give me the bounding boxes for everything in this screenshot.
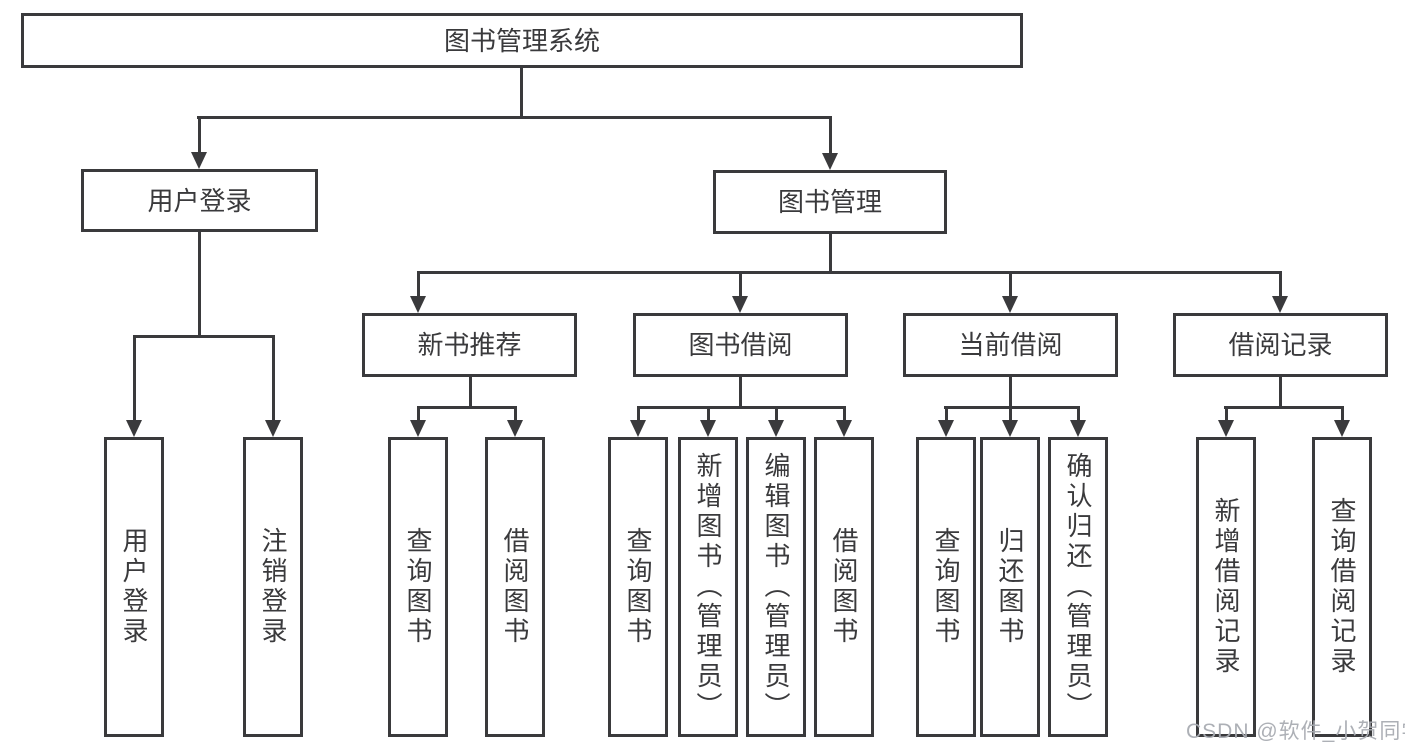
leaf-confirm-return-admin: 确认归还（管理员） xyxy=(1048,437,1108,737)
node-label: 确认归还（管理员） xyxy=(1063,452,1093,722)
node-label: 借阅记录 xyxy=(1228,330,1333,360)
leaf-query-borrow-record: 查询借阅记录 xyxy=(1312,437,1372,737)
node-book-management: 图书管理 xyxy=(713,170,947,234)
node-label: 查询借阅记录 xyxy=(1327,497,1357,677)
arrow-down-icon xyxy=(938,420,954,437)
connector-line xyxy=(469,377,472,407)
arrow-down-icon xyxy=(700,420,716,437)
leaf-query-books-borrowing: 查询图书 xyxy=(608,437,668,737)
connector-line xyxy=(272,335,275,421)
arrow-down-icon xyxy=(1334,420,1350,437)
arrow-down-icon xyxy=(768,420,784,437)
node-label: 新增图书（管理员） xyxy=(693,452,723,722)
node-label: 查询图书 xyxy=(403,527,433,647)
leaf-edit-book-admin: 编辑图书（管理员） xyxy=(746,437,806,737)
connector-line xyxy=(417,406,420,420)
node-label: 用户登录 xyxy=(119,527,149,647)
arrow-down-icon xyxy=(410,296,426,313)
arrow-down-icon xyxy=(1272,296,1288,313)
node-book-borrowing: 图书借阅 xyxy=(633,313,848,377)
arrow-down-icon xyxy=(191,152,207,169)
node-user-login: 用户登录 xyxy=(81,169,318,232)
connector-line xyxy=(1225,406,1228,420)
connector-line xyxy=(775,406,778,420)
arrow-down-icon xyxy=(1002,296,1018,313)
connector-line xyxy=(707,406,710,420)
node-label: 新书推荐 xyxy=(417,330,522,360)
node-label: 新增借阅记录 xyxy=(1211,497,1241,677)
leaf-borrow-books-borrowing: 借阅图书 xyxy=(814,437,874,737)
connector-line xyxy=(637,406,640,420)
leaf-query-books-recommend: 查询图书 xyxy=(388,437,448,737)
connector-line xyxy=(417,271,1282,274)
leaf-logout: 注销登录 xyxy=(243,437,303,737)
connector-line xyxy=(1009,271,1012,297)
leaf-return-books: 归还图书 xyxy=(980,437,1040,737)
node-label: 编辑图书（管理员） xyxy=(761,452,791,722)
node-label: 借阅图书 xyxy=(500,527,530,647)
arrow-down-icon xyxy=(507,420,523,437)
leaf-add-borrow-record: 新增借阅记录 xyxy=(1196,437,1256,737)
arrow-down-icon xyxy=(822,153,838,170)
connector-line xyxy=(739,377,742,407)
connector-line xyxy=(637,406,846,409)
leaf-borrow-books-recommend: 借阅图书 xyxy=(485,437,545,737)
leaf-user-login: 用户登录 xyxy=(104,437,164,737)
connector-line xyxy=(1009,377,1012,407)
connector-line xyxy=(944,406,1080,409)
connector-line xyxy=(1224,406,1344,409)
node-library-management-system: 图书管理系统 xyxy=(21,13,1023,68)
watermark: CSDN @软件_小贺同学 xyxy=(1186,720,1405,743)
connector-line xyxy=(1009,406,1012,420)
arrow-down-icon xyxy=(1218,420,1234,437)
node-label: 当前借阅 xyxy=(958,330,1063,360)
connector-line xyxy=(1279,271,1282,297)
arrow-down-icon xyxy=(126,420,142,437)
connector-line xyxy=(1341,406,1344,420)
connector-line xyxy=(417,271,420,297)
connector-line xyxy=(133,335,274,338)
connector-line xyxy=(197,116,832,119)
arrow-down-icon xyxy=(1002,420,1018,437)
leaf-query-books-current: 查询图书 xyxy=(916,437,976,737)
node-label: 归还图书 xyxy=(995,527,1025,647)
connector-line xyxy=(417,406,517,409)
node-label: 借阅图书 xyxy=(829,527,859,647)
node-label: 用户登录 xyxy=(147,185,252,216)
connector-line xyxy=(829,234,832,272)
connector-line xyxy=(1077,406,1080,420)
node-label: 图书管理 xyxy=(777,187,882,217)
node-new-book-recommendation: 新书推荐 xyxy=(362,313,577,377)
arrow-down-icon xyxy=(836,420,852,437)
connector-line xyxy=(829,116,832,154)
connector-line xyxy=(945,406,948,420)
arrow-down-icon xyxy=(732,296,748,313)
connector-line xyxy=(514,406,517,420)
connector-line xyxy=(520,67,523,117)
arrow-down-icon xyxy=(1070,420,1086,437)
node-label: 图书借阅 xyxy=(688,330,793,360)
arrow-down-icon xyxy=(265,420,281,437)
connector-line xyxy=(1279,377,1282,407)
connector-line xyxy=(198,232,201,336)
node-label: 查询图书 xyxy=(623,527,653,647)
leaf-add-book-admin: 新增图书（管理员） xyxy=(678,437,738,737)
connector-line xyxy=(843,406,846,420)
node-label: 查询图书 xyxy=(931,527,961,647)
arrow-down-icon xyxy=(410,420,426,437)
connector-line xyxy=(739,271,742,297)
node-label: 注销登录 xyxy=(258,527,288,647)
connector-line xyxy=(133,335,136,421)
connector-line xyxy=(198,116,201,154)
arrow-down-icon xyxy=(630,420,646,437)
node-label: 图书管理系统 xyxy=(443,25,600,56)
node-current-borrowing: 当前借阅 xyxy=(903,313,1118,377)
node-borrowing-records: 借阅记录 xyxy=(1173,313,1388,377)
